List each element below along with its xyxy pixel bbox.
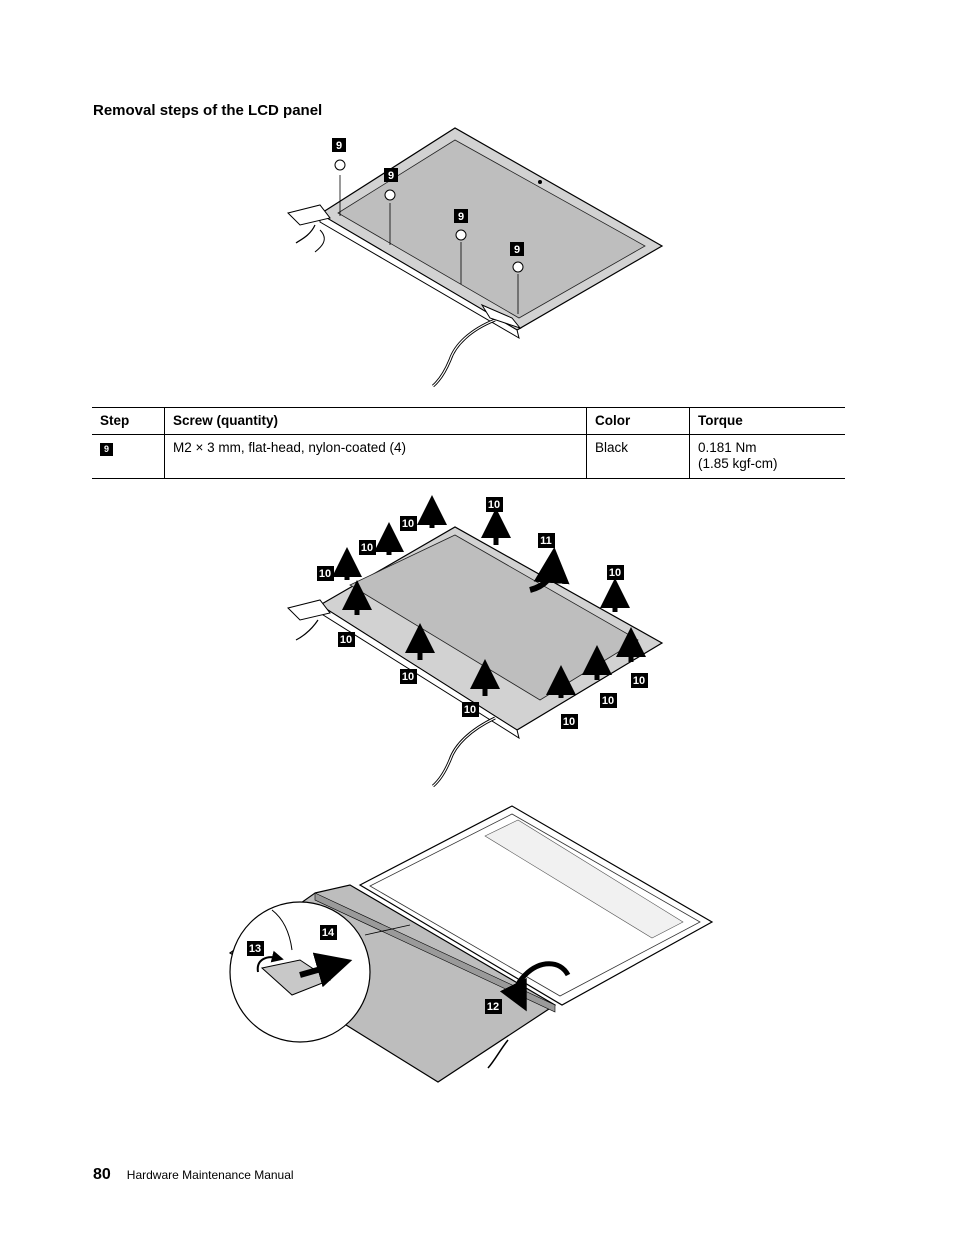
callout-10-d: 10 (486, 497, 503, 512)
svg-text:10: 10 (563, 716, 575, 728)
col-step: Step (92, 407, 165, 435)
callout-9-b: 9 (384, 168, 398, 182)
rotate-arrow-12 (499, 961, 571, 1012)
lcd-assembly-illustration (287, 127, 664, 388)
svg-text:10: 10 (609, 567, 621, 579)
callout-9-a: 9 (332, 138, 346, 152)
svg-text:12: 12 (487, 1001, 499, 1013)
callout-14: 14 (320, 925, 337, 940)
callout-9-d: 9 (510, 242, 524, 256)
callout-10-j: 10 (600, 693, 617, 708)
svg-text:14: 14 (322, 927, 335, 939)
figure-cable-disconnect: 13 14 12 (228, 805, 714, 1083)
callout-10-g: 10 (400, 669, 417, 684)
svg-text:10: 10 (488, 499, 500, 511)
callout-13: 13 (247, 941, 264, 956)
callout-11: 11 (538, 533, 555, 548)
lift-arrows (332, 495, 646, 698)
screw-spec-table: Step Screw (quantity) Color Torque 9 M2 … (92, 407, 845, 479)
svg-text:9: 9 (388, 170, 394, 182)
cell-screw: M2 × 3 mm, flat-head, nylon-coated (4) (164, 434, 587, 479)
svg-text:10: 10 (319, 568, 331, 580)
figure-panel-lift: 10 10 10 11 10 10 10 10 10 10 10 10 10 (287, 495, 664, 788)
cell-color: Black (586, 434, 690, 479)
callout-10-a: 10 (317, 566, 334, 581)
callout-10-h: 10 (462, 702, 479, 717)
svg-text:10: 10 (464, 704, 476, 716)
svg-text:10: 10 (602, 695, 614, 707)
svg-text:10: 10 (361, 542, 373, 554)
rotate-arrow-11 (529, 547, 570, 593)
svg-text:11: 11 (540, 535, 552, 547)
cell-step: 9 (92, 434, 165, 479)
svg-text:10: 10 (402, 518, 414, 530)
callout-10-b: 10 (359, 540, 376, 555)
callout-12: 12 (485, 999, 502, 1014)
callout-10-i: 10 (561, 714, 578, 729)
table-header-row: Step Screw (quantity) Color Torque (92, 407, 845, 435)
svg-text:10: 10 (340, 634, 352, 646)
figure-screw-removal: 9 9 9 9 (287, 127, 664, 388)
page-number: 80 (93, 1166, 111, 1183)
manual-title: Hardware Maintenance Manual (126, 1168, 294, 1182)
svg-text:9: 9 (514, 244, 520, 256)
svg-text:10: 10 (402, 671, 414, 683)
callout-9-c: 9 (454, 209, 468, 223)
section-heading: Removal steps of the LCD panel (93, 102, 323, 119)
cell-torque: 0.181 Nm(1.85 kgf-cm) (689, 434, 845, 479)
callout-10-k: 10 (631, 673, 648, 688)
col-screw: Screw (quantity) (164, 407, 587, 435)
col-color: Color (586, 407, 690, 435)
rear-cover-illustration (358, 805, 714, 1006)
svg-text:9: 9 (336, 140, 342, 152)
lcd-assembly-lifted (287, 526, 664, 788)
svg-text:9: 9 (458, 211, 464, 223)
col-torque: Torque (689, 407, 845, 435)
page-footer: 80 Hardware Maintenance Manual (93, 1166, 294, 1184)
callout-10-f: 10 (338, 632, 355, 647)
svg-text:13: 13 (249, 943, 261, 955)
svg-text:10: 10 (633, 675, 645, 687)
callout-10-e: 10 (607, 565, 624, 580)
callout-10-c: 10 (400, 516, 417, 531)
table-row: 9 M2 × 3 mm, flat-head, nylon-coated (4)… (92, 434, 845, 479)
step-badge: 9 (100, 443, 113, 456)
